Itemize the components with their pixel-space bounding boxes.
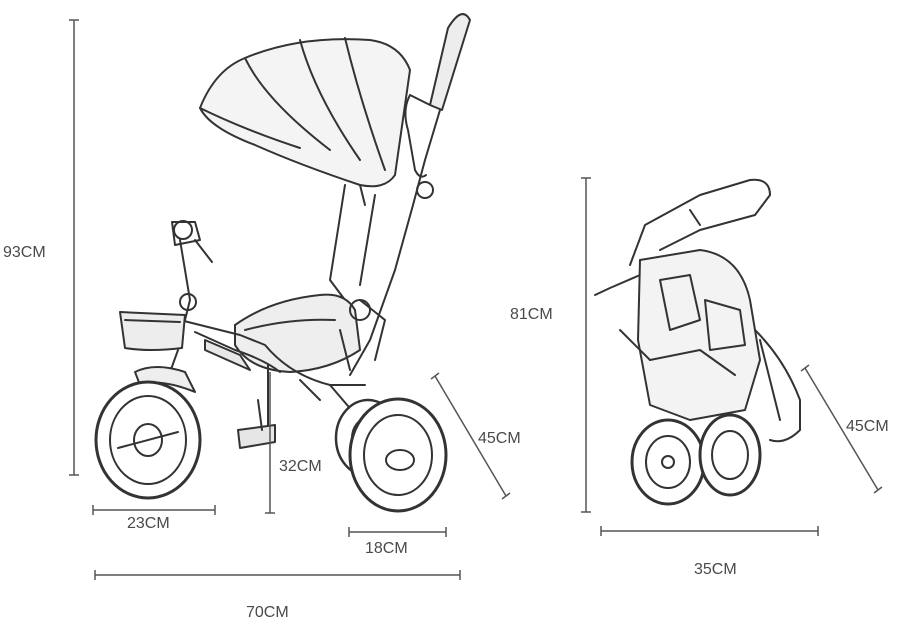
dim-line-width (600, 526, 819, 536)
tricycle-folded-view (594, 178, 801, 506)
front-wheel (94, 380, 202, 500)
handlebar-basket (119, 220, 213, 351)
folded-handle (594, 178, 771, 296)
rear-wheel-front (348, 397, 448, 513)
label-rear-wheel-diameter: 23CM (127, 515, 170, 532)
folded-wheel-left (630, 418, 706, 506)
label-width: 35CM (694, 561, 737, 578)
seat-frame (234, 184, 386, 373)
folded-body (619, 249, 801, 443)
dim-line-length (94, 570, 461, 580)
dim-line-wheel-height (430, 372, 511, 500)
dimension-lines (69, 19, 883, 580)
canopy (199, 37, 411, 206)
dim-line-folded-height (581, 177, 591, 513)
label-wheel-height: 45CM (478, 430, 521, 447)
label-seat-height: 32CM (279, 458, 322, 475)
dim-line-front-wheel (348, 527, 447, 537)
label-height: 93CM (3, 244, 46, 261)
label-folded-depth: 45CM (846, 418, 889, 435)
dim-line-seat-height (265, 372, 275, 514)
dim-line-folded-depth (800, 364, 883, 494)
label-front-wheel-diameter: 18CM (365, 540, 408, 557)
tricycle-side-view (94, 13, 471, 513)
dim-line-rear-wheel (92, 505, 216, 515)
folded-wheel-right (698, 413, 762, 497)
dim-line-height (69, 19, 79, 476)
label-length: 70CM (246, 604, 289, 621)
label-folded-height: 81CM (510, 306, 553, 323)
pedal (237, 399, 276, 449)
push-handle (349, 13, 471, 376)
